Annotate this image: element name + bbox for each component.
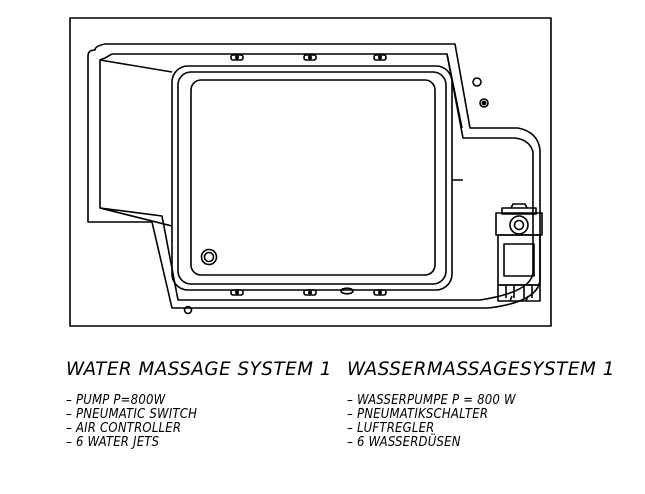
headrest-contour	[99, 59, 173, 227]
tub-basin-wall	[177, 71, 447, 285]
water-jet-bottom-1-icon	[230, 289, 244, 296]
tub-inner-rim	[99, 53, 534, 301]
water-jet-bottom-3-icon	[373, 289, 387, 296]
water-jet-bottom-2-icon	[303, 289, 317, 296]
feature-list-english: – PUMP P=800W – PNEUMATIC SWITCH – AIR C…	[66, 393, 197, 450]
water-jet-top-2-icon	[303, 54, 317, 61]
water-jet-top-1-icon	[230, 54, 244, 61]
right-ledge-contour	[446, 53, 463, 181]
feature-en-item: – 6 WATER JETS	[66, 435, 160, 450]
pneumatic-switch-icon	[479, 98, 489, 108]
overflow-icon	[340, 287, 354, 295]
feature-en-item: – AIR CONTROLLER	[66, 421, 181, 436]
drawing-frame	[69, 17, 552, 327]
water-jet-top-3-icon	[373, 54, 387, 61]
feature-de-item: – WASSERPUMPE P = 800 W	[347, 393, 516, 408]
pump-icon	[495, 203, 543, 302]
bottom-left-fitting-icon	[183, 305, 193, 315]
heading-english: WATER MASSAGE SYSTEM 1	[66, 358, 332, 380]
feature-de-item: – PNEUMATIKSCHALTER	[347, 407, 488, 422]
tub-basin-floor	[190, 79, 436, 276]
drain-icon	[200, 248, 218, 266]
tub-outer-rim	[87, 43, 541, 309]
air-controller-icon	[472, 77, 482, 87]
feature-en-item: – PUMP P=800W	[66, 393, 166, 408]
feature-de-item: – 6 WASSERDÜSEN	[347, 433, 461, 450]
heading-german: WASSERMASSAGESYSTEM 1	[347, 358, 615, 380]
feature-list-german: – WASSERPUMPE P = 800 W – PNEUMATIKSCHAL…	[347, 393, 516, 450]
drain-inner-icon	[203, 251, 215, 263]
feature-en-item: – PNEUMATIC SWITCH	[66, 407, 197, 422]
pneumatic-switch-inner-icon	[481, 100, 487, 106]
feature-de-item: – LUFTREGLER	[347, 421, 435, 436]
